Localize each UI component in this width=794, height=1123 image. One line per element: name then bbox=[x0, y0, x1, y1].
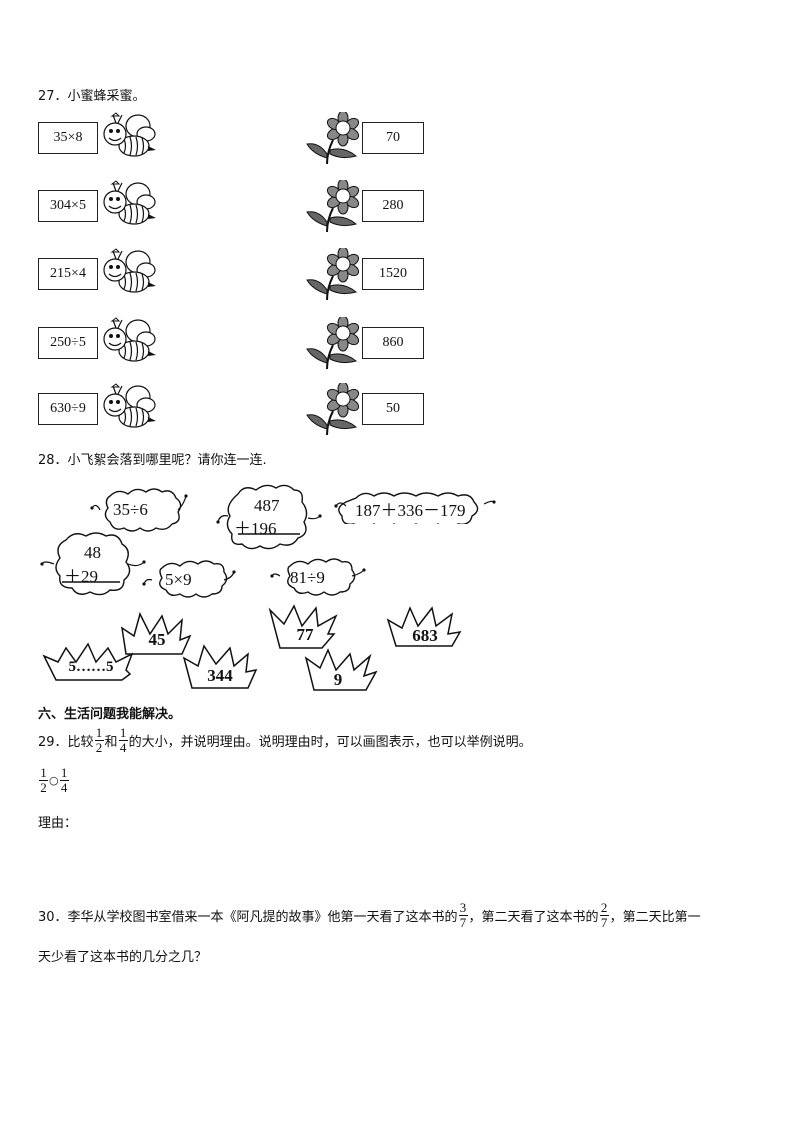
fraction-numerator: 1 bbox=[60, 765, 68, 780]
bee-icon bbox=[103, 180, 156, 225]
bee-icon bbox=[103, 317, 156, 362]
cloud-vertical-bottom-4[interactable]: ＋29 bbox=[64, 567, 98, 586]
cloud-shape bbox=[216, 484, 322, 550]
flower-icon bbox=[306, 383, 360, 436]
q29-text: 29．比较 1 2 和 1 4 的大小，并说明理由。说明理由时，可以画图表示，也… bbox=[38, 726, 532, 755]
comparison-circle[interactable]: ○ bbox=[49, 774, 59, 787]
q30-text1: 30．李华从学校图书室借来一本《阿凡提的故事》他第一天看了这本书的 bbox=[38, 910, 458, 925]
cloud-shape bbox=[90, 488, 188, 532]
fraction-denominator: 2 bbox=[95, 740, 103, 755]
answer-box-4[interactable]: 860 bbox=[362, 327, 424, 359]
fraction-denominator: 7 bbox=[600, 915, 608, 930]
fraction-three-sevenths: 3 7 bbox=[458, 900, 468, 930]
flower-icon bbox=[306, 180, 360, 233]
cloud-shape bbox=[270, 558, 366, 596]
fraction-one-half: 1 2 bbox=[94, 725, 104, 755]
grass-answer-4[interactable]: 5……5 bbox=[68, 659, 114, 675]
grass-answer-5[interactable]: 344 bbox=[207, 666, 233, 685]
q30-text2: ，第二天看了这本书的 bbox=[468, 910, 599, 925]
grass-shape bbox=[304, 648, 378, 691]
fraction-numerator: 1 bbox=[119, 725, 127, 740]
expression-box-3[interactable]: 215×4 bbox=[38, 258, 98, 290]
bee-icon bbox=[103, 112, 156, 157]
answer-box-3[interactable]: 1520 bbox=[362, 258, 424, 290]
grass-shape bbox=[182, 644, 258, 689]
q29-prefix: 29．比较 bbox=[38, 735, 94, 750]
grass-answer-6[interactable]: 9 bbox=[333, 670, 343, 689]
q29-comparison: 1 2 ○ 1 4 bbox=[38, 766, 70, 795]
cloud-shape bbox=[334, 492, 496, 524]
reason-label: 理由： bbox=[38, 816, 78, 831]
cloud-shape bbox=[40, 532, 146, 596]
cloud-vertical-top-4[interactable]: 48 bbox=[84, 543, 101, 562]
fraction-one-quarter: 1 4 bbox=[118, 725, 128, 755]
expression-box-2[interactable]: 304×5 bbox=[38, 190, 98, 222]
grass-shape bbox=[42, 642, 134, 681]
cloud-vertical-bottom-2[interactable]: ＋196 bbox=[234, 519, 277, 538]
fraction-numerator: 3 bbox=[459, 900, 467, 915]
fraction-two-sevenths: 2 7 bbox=[599, 900, 609, 930]
fraction-denominator: 4 bbox=[60, 780, 68, 795]
cloud-expression-3[interactable]: 187＋336－179 bbox=[355, 501, 466, 520]
answer-box-5[interactable]: 50 bbox=[362, 393, 424, 425]
cloud-shape bbox=[142, 560, 236, 598]
fraction-numerator: 1 bbox=[40, 765, 47, 780]
cloud-expression-1[interactable]: 35÷6 bbox=[113, 500, 148, 519]
fraction-one-quarter: 1 4 bbox=[59, 765, 69, 795]
cloud-expression-6[interactable]: 81÷9 bbox=[290, 568, 325, 587]
fraction-denominator: 7 bbox=[459, 915, 467, 930]
q29-and: 和 bbox=[104, 735, 118, 750]
fraction-one-half: 1 2 bbox=[39, 766, 48, 795]
expression-box-1[interactable]: 35×8 bbox=[38, 122, 98, 154]
expression-box-4[interactable]: 250÷5 bbox=[38, 327, 98, 359]
q27-title: 27．小蜜蜂采蜜。 bbox=[38, 89, 146, 104]
grass-shape bbox=[386, 606, 462, 647]
flower-icon bbox=[306, 248, 360, 301]
cloud-vertical-top-2[interactable]: 487 bbox=[254, 496, 280, 515]
fraction-denominator: 4 bbox=[119, 740, 127, 755]
q30-text-line1: 30．李华从学校图书室借来一本《阿凡提的故事》他第一天看了这本书的 3 7 ，第… bbox=[38, 901, 701, 930]
bee-icon bbox=[103, 248, 156, 293]
flower-icon bbox=[306, 112, 360, 165]
cloud-expression-5[interactable]: 5×9 bbox=[165, 570, 192, 589]
expression-box-5[interactable]: 630÷9 bbox=[38, 393, 98, 425]
bee-icon bbox=[103, 383, 156, 428]
q29-suffix: 的大小，并说明理由。说明理由时，可以画图表示，也可以举例说明。 bbox=[128, 735, 532, 750]
answer-box-1[interactable]: 70 bbox=[362, 122, 424, 154]
grass-answer-1[interactable]: 45 bbox=[148, 630, 166, 649]
flower-icon bbox=[306, 317, 360, 370]
answer-box-2[interactable]: 280 bbox=[362, 190, 424, 222]
grass-shape bbox=[120, 611, 192, 655]
fraction-denominator: 2 bbox=[40, 780, 47, 795]
q30-text-line2: 天少看了这本书的几分之几？ bbox=[38, 950, 208, 965]
q28-title: 28．小飞絮会落到哪里呢？请你连一连. bbox=[38, 453, 267, 468]
grass-answer-2[interactable]: 77 bbox=[296, 625, 314, 644]
fraction-numerator: 2 bbox=[600, 900, 608, 915]
fraction-numerator: 1 bbox=[95, 725, 103, 740]
q30-text3: ，第二天比第一 bbox=[609, 910, 701, 925]
grass-answer-3[interactable]: 683 bbox=[412, 626, 438, 645]
grass-shape bbox=[268, 604, 338, 649]
section-heading: 六、生活问题我能解决。 bbox=[38, 707, 182, 722]
